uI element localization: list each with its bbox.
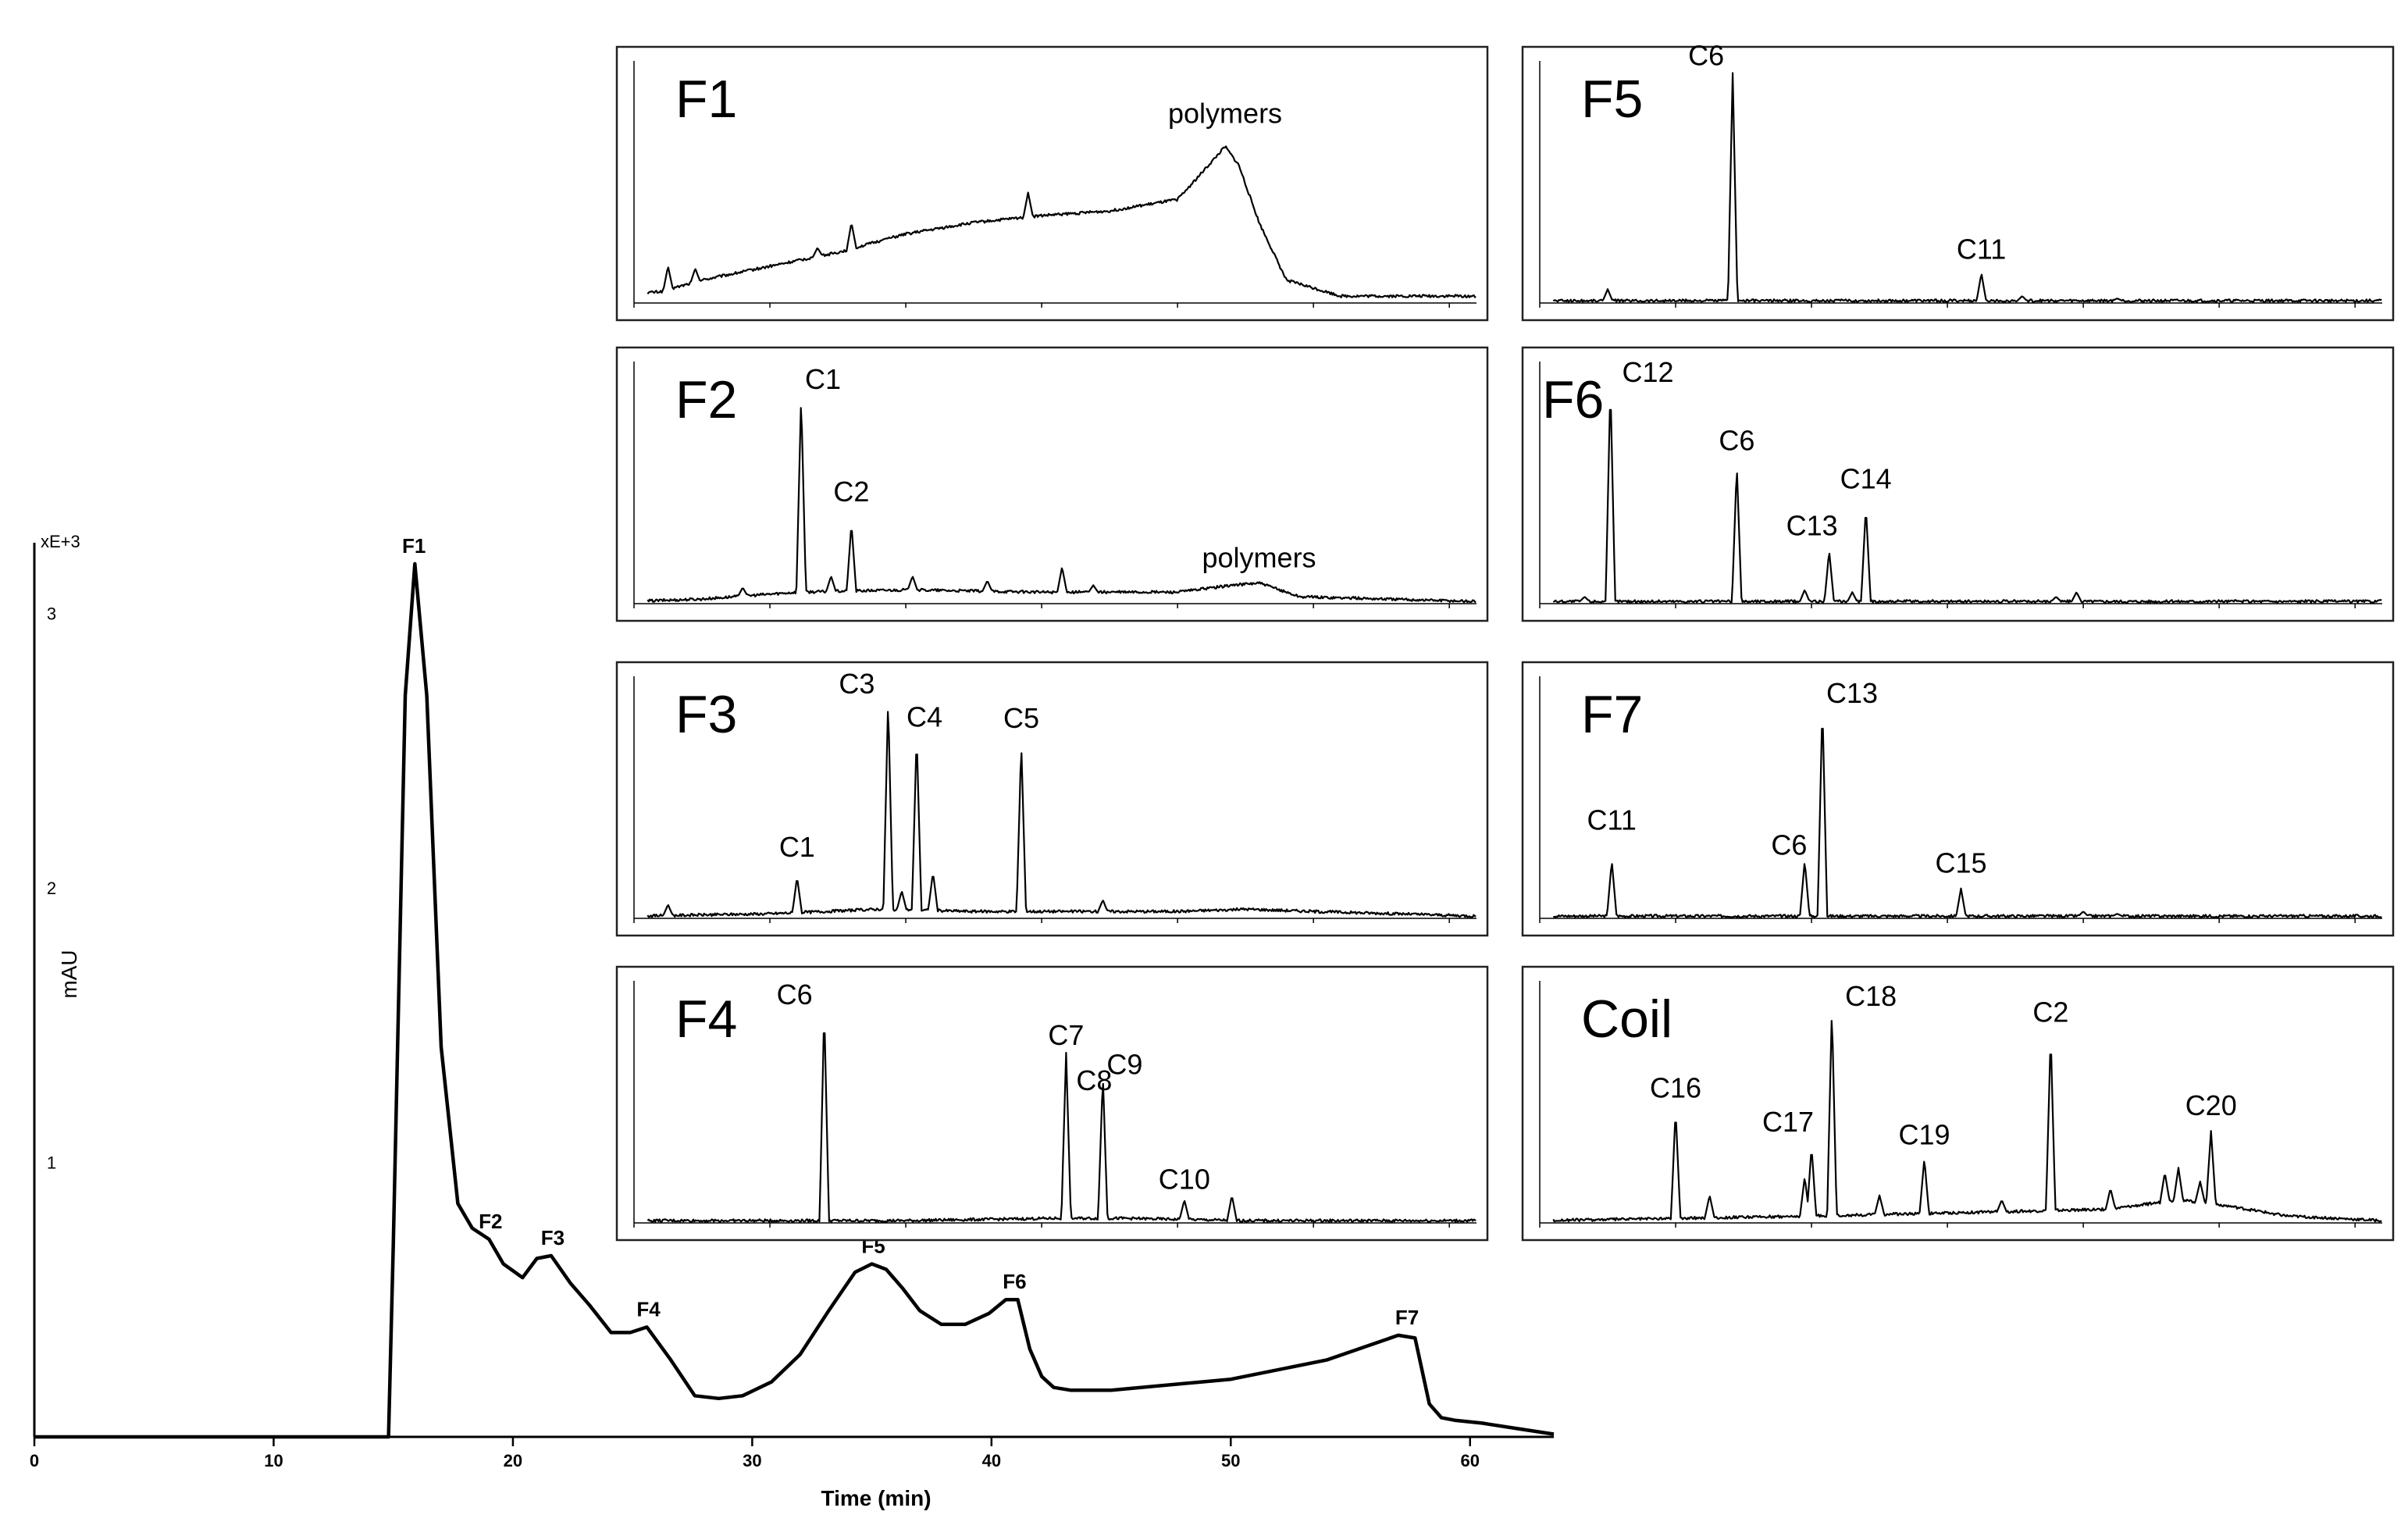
panel-f1: F1 polymers xyxy=(615,45,1489,322)
fraction-label: F6 xyxy=(1003,1270,1026,1293)
panel-frame xyxy=(1521,346,2395,622)
peak-label: C7 xyxy=(1048,1019,1084,1051)
panel-title: F4 xyxy=(675,989,737,1049)
peak-label: C16 xyxy=(1650,1072,1701,1104)
peak-label: C18 xyxy=(1845,980,1897,1012)
fraction-label: F4 xyxy=(636,1297,661,1321)
panel-trace xyxy=(647,1032,1477,1223)
peak-label: C14 xyxy=(1840,462,1892,494)
peak-label: C11 xyxy=(1587,804,1637,836)
peak-label: C13 xyxy=(1826,677,1878,709)
peak-label: C2 xyxy=(2032,996,2068,1028)
y-tick-label: 2 xyxy=(47,879,56,898)
peak-label: C2 xyxy=(833,476,869,508)
x-tick-label: 50 xyxy=(1221,1451,1240,1470)
panel-frame xyxy=(615,45,1489,322)
panel-frame xyxy=(615,965,1489,1242)
fraction-label: F7 xyxy=(1395,1306,1419,1329)
peak-label: C13 xyxy=(1786,509,1838,541)
main-trace xyxy=(34,561,1555,1439)
peak-label: C10 xyxy=(1159,1164,1210,1196)
panel-title: F1 xyxy=(675,70,737,129)
x-tick-label: 30 xyxy=(743,1451,761,1470)
panel-frame xyxy=(1521,45,2395,322)
panel-frame xyxy=(1521,661,2395,937)
peak-label: C1 xyxy=(805,363,841,395)
panel-trace xyxy=(1552,1020,2382,1223)
x-tick-label: 20 xyxy=(504,1451,522,1470)
peak-label: C6 xyxy=(777,978,813,1011)
y-multiplier: xE+3 xyxy=(41,532,80,551)
fraction-label: F1 xyxy=(402,534,426,558)
peak-label: polymers xyxy=(1168,98,1282,130)
peak-label: C20 xyxy=(2185,1089,2237,1121)
peak-label: C1 xyxy=(779,831,815,863)
peak-label: C12 xyxy=(1622,356,1673,388)
panel-trace xyxy=(647,407,1477,604)
peak-label: C19 xyxy=(1898,1119,1950,1151)
peak-label: C15 xyxy=(1935,847,1986,879)
x-tick-label: 60 xyxy=(1460,1451,1479,1470)
y-tick-label: 3 xyxy=(47,604,56,623)
peak-label: C5 xyxy=(1003,702,1039,734)
panel-trace xyxy=(1552,408,2382,604)
peak-label: C17 xyxy=(1762,1106,1814,1138)
peak-label: C11 xyxy=(1957,233,2006,266)
panel-trace xyxy=(647,145,1477,298)
peak-label: C9 xyxy=(1106,1049,1142,1081)
peak-label: polymers xyxy=(1202,541,1316,573)
panel-title: F5 xyxy=(1581,70,1643,129)
panel-title: F2 xyxy=(675,370,737,430)
peak-label: C6 xyxy=(1719,424,1754,456)
panel-title: F3 xyxy=(675,685,737,744)
panel-title: F7 xyxy=(1581,685,1643,744)
fraction-label: F3 xyxy=(541,1226,565,1249)
panel-frame xyxy=(615,661,1489,937)
panel-trace xyxy=(1552,72,2382,303)
fraction-label: F2 xyxy=(479,1210,502,1233)
peak-label: C8 xyxy=(1076,1064,1112,1096)
panel-frame xyxy=(615,346,1489,622)
panel-trace xyxy=(647,711,1477,918)
x-axis-title: Time (min) xyxy=(821,1486,931,1510)
panel-title: F6 xyxy=(1542,370,1604,430)
panel-title: Coil xyxy=(1581,989,1672,1049)
panel-frame xyxy=(1521,965,2395,1242)
x-tick-label: 0 xyxy=(30,1451,39,1470)
x-tick-label: 40 xyxy=(982,1451,1001,1470)
y-tick-label: 1 xyxy=(47,1153,56,1172)
x-tick-label: 10 xyxy=(264,1451,283,1470)
peak-label: C6 xyxy=(1688,40,1724,72)
panel-trace xyxy=(1552,728,2382,918)
peak-label: C3 xyxy=(839,668,875,700)
y-axis-title: mAU xyxy=(57,950,81,998)
peak-label: C6 xyxy=(1771,829,1807,861)
peak-label: C4 xyxy=(907,700,942,732)
